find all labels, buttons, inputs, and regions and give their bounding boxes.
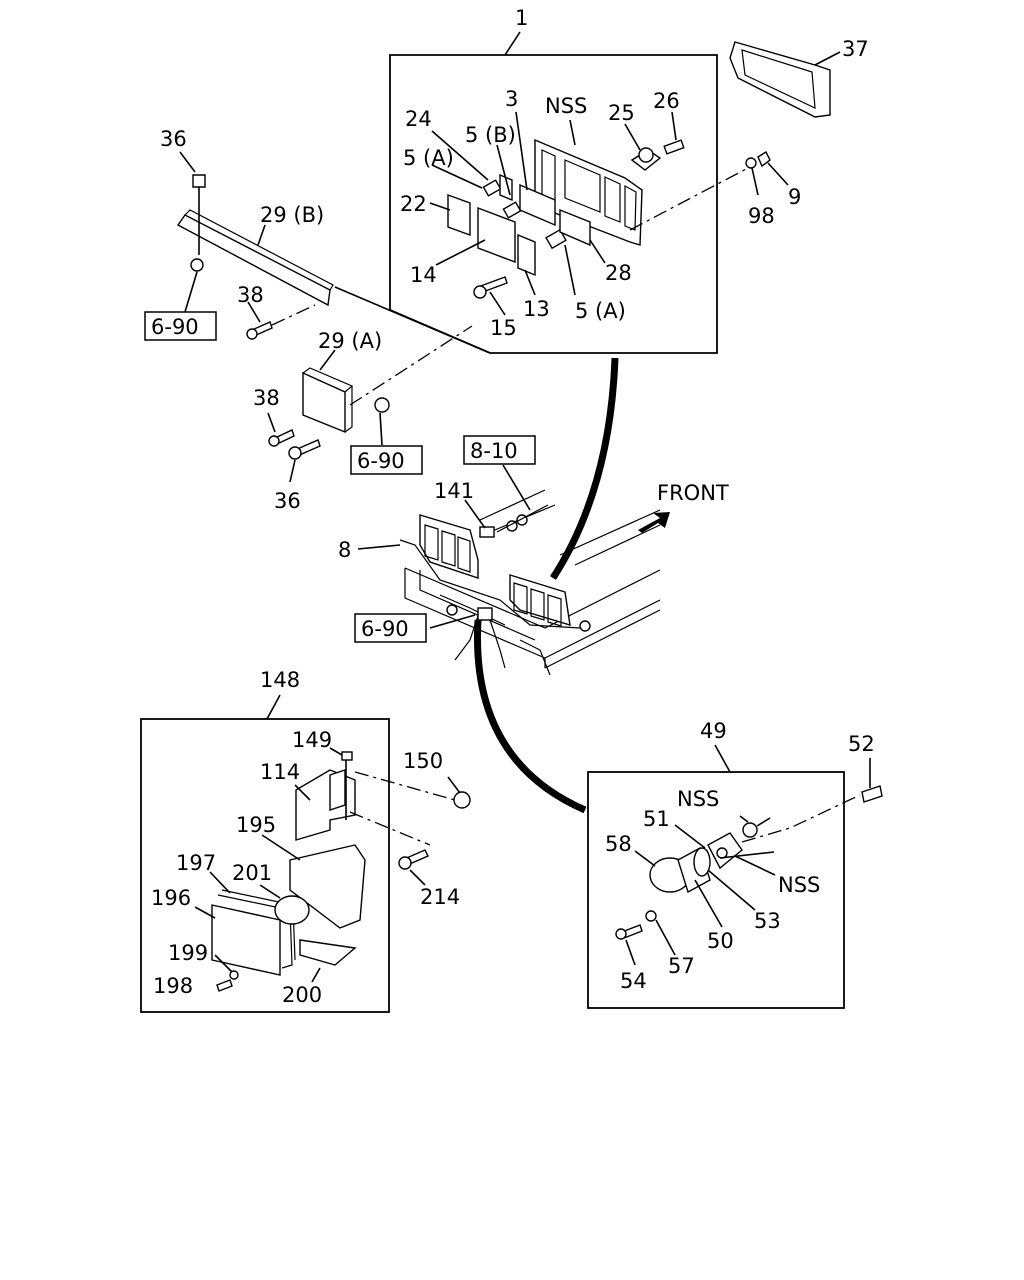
- inset-box-49: [587, 771, 845, 1009]
- callout-8: 8: [338, 538, 351, 562]
- callout-5b: 5 (B): [465, 123, 516, 147]
- callout-50: 50: [707, 929, 734, 953]
- callout-9: 9: [788, 185, 801, 209]
- callout-15: 15: [490, 316, 517, 340]
- marker-lamp-148: [211, 769, 366, 976]
- callout-53: 53: [754, 909, 781, 933]
- callout-57: 57: [668, 954, 695, 978]
- callout-29b: 29 (B): [260, 203, 324, 227]
- callout-58: 58: [605, 832, 632, 856]
- callout-36-top: 36: [160, 127, 187, 151]
- callout-14: 14: [410, 263, 437, 287]
- callout-nss-bottom: NSS: [778, 873, 820, 897]
- callout-29a: 29 (A): [318, 329, 382, 353]
- inset-box-1: [389, 54, 718, 354]
- truck-rear-frame: [399, 489, 661, 676]
- ref-box-6-90-b[interactable]: 6-90: [357, 449, 405, 473]
- callout-52: 52: [848, 732, 875, 756]
- callout-148: 148: [260, 668, 300, 692]
- callout-25: 25: [608, 101, 635, 125]
- callout-nss-housing: NSS: [545, 94, 587, 118]
- front-arrow-icon: [638, 512, 670, 533]
- callout-201: 201: [232, 861, 272, 885]
- callout-37: 37: [842, 37, 869, 61]
- callout-141: 141: [434, 479, 474, 503]
- callout-54: 54: [620, 969, 647, 993]
- callout-195: 195: [236, 813, 276, 837]
- callout-200: 200: [282, 983, 322, 1007]
- ref-box-6-90-c[interactable]: 6-90: [361, 617, 409, 641]
- callout-196: 196: [151, 886, 191, 910]
- callout-36-bottom: 36: [274, 489, 301, 513]
- ref-box-6-90-a[interactable]: 6-90: [151, 315, 199, 339]
- callout-150: 150: [403, 749, 443, 773]
- callout-38-bottom: 38: [253, 386, 280, 410]
- callout-149: 149: [292, 728, 332, 752]
- callout-22: 22: [400, 192, 427, 216]
- callout-197: 197: [176, 851, 216, 875]
- callout-38-top: 38: [237, 283, 264, 307]
- callout-24: 24: [405, 107, 432, 131]
- lamp-housing: [534, 138, 643, 246]
- ref-box-8-10[interactable]: 8-10: [470, 439, 518, 463]
- callout-3: 3: [505, 87, 518, 111]
- callout-98: 98: [748, 204, 775, 228]
- front-label: FRONT: [657, 481, 729, 505]
- callout-114: 114: [260, 760, 300, 784]
- lens-cover: [729, 41, 841, 118]
- callout-26: 26: [653, 89, 680, 113]
- callout-1: 1: [515, 6, 528, 30]
- callout-28: 28: [605, 261, 632, 285]
- callout-51: 51: [643, 807, 670, 831]
- callout-199: 199: [168, 941, 208, 965]
- callout-13: 13: [523, 297, 550, 321]
- inset-box-148: [140, 718, 390, 1013]
- callout-5a-bottom: 5 (A): [575, 299, 626, 323]
- callout-214: 214: [420, 885, 460, 909]
- bracket-29b: [176, 209, 334, 307]
- callout-5a-top: 5 (A): [403, 146, 454, 170]
- bulb-socket-49: [649, 832, 743, 894]
- callout-49: 49: [700, 719, 727, 743]
- callout-nss-top: NSS: [677, 787, 719, 811]
- callout-198: 198: [153, 974, 193, 998]
- bracket-29a: [302, 367, 354, 434]
